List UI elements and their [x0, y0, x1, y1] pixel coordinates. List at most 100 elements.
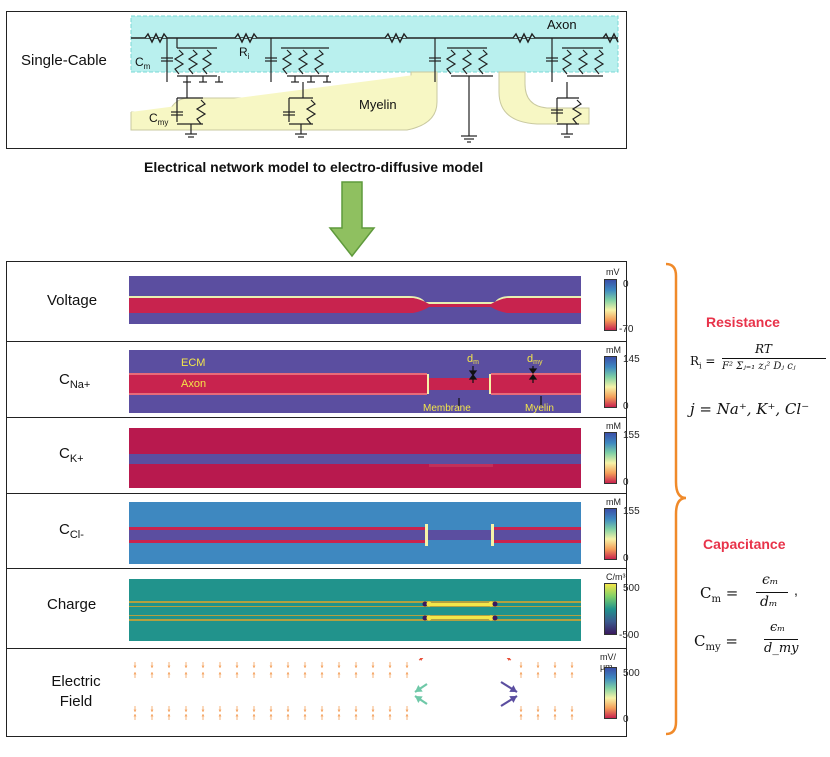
potassium-unit: mM	[606, 421, 621, 431]
field-arrow-small	[150, 672, 154, 678]
cm-denominator: dₘ	[760, 594, 778, 610]
charge-row: Charge C/m³ 500 -500	[7, 568, 640, 649]
field-arrow-large	[500, 681, 518, 693]
field-arrow-large	[414, 683, 428, 693]
charge-label: Charge	[47, 596, 97, 613]
sodium-tick-bottom: 0	[623, 401, 629, 412]
field-arrow-small	[252, 714, 256, 720]
potassium-map	[129, 428, 581, 488]
chloride-unit: mM	[606, 497, 621, 507]
field-arrow-small	[371, 662, 375, 668]
field-arrow-small	[218, 706, 222, 712]
field-arrow-small	[405, 672, 409, 678]
field-arrow-small	[405, 706, 409, 712]
field-arrow-small	[150, 662, 154, 668]
cmy-formula: Cmy = ϵₘ d_my	[694, 620, 814, 662]
field-arrow-small	[184, 714, 188, 720]
axon-band	[130, 15, 619, 73]
field-arrow-small	[371, 706, 375, 712]
field-arrow-small	[167, 706, 171, 712]
transition-caption: Electrical network model to electro-diff…	[144, 159, 484, 175]
membrane-group-2	[265, 38, 331, 83]
resistance-formula: Ri = RT F² Σⱼ₌₁ zⱼ² Dⱼ cⱼ	[690, 342, 830, 382]
field-arrow-small	[519, 714, 523, 720]
field-arrow-small	[418, 658, 424, 661]
resistance-lhs: Ri =	[690, 354, 716, 371]
field-arrow-small	[388, 662, 392, 668]
field-arrow-small	[303, 706, 307, 712]
resistance-numerator: RT	[755, 342, 772, 356]
voltage-colorbar	[604, 279, 617, 331]
capacitance-title: Capacitance	[703, 536, 786, 552]
field-arrow-small	[133, 706, 137, 712]
sodium-map: ECM Axon dm dmy Membrane Myelin	[129, 350, 581, 413]
electric-field-label: Electric Field	[51, 673, 101, 710]
field-arrow-small	[235, 714, 239, 720]
charge-tick-bottom: -500	[619, 630, 640, 641]
membrane-group-4	[546, 38, 605, 82]
electric-field-tick-bottom: 0	[623, 714, 629, 725]
field-arrow-small	[201, 662, 205, 668]
field-arrow-small	[303, 672, 307, 678]
ion-list: j = Na⁺, K⁺, Cl⁻	[690, 400, 810, 418]
field-arrow-small	[303, 662, 307, 668]
field-arrow-small	[388, 706, 392, 712]
charge-unit: C/m³	[606, 572, 626, 582]
membrane-group-1	[161, 38, 223, 83]
axon-annotation: Axon	[181, 378, 206, 390]
field-arrow-small	[218, 672, 222, 678]
field-arrow-small	[133, 714, 137, 720]
electric-field-map	[133, 658, 574, 720]
field-arrow-small	[133, 672, 137, 678]
membrane-group-3	[429, 38, 493, 143]
field-arrow-small	[235, 706, 239, 712]
field-arrow-small	[167, 714, 171, 720]
cm-numerator: ϵₘ	[762, 572, 779, 588]
field-arrow-small	[218, 662, 222, 668]
field-arrow-small	[519, 672, 523, 678]
cm-label: Cm	[135, 55, 151, 71]
field-arrow-small	[184, 662, 188, 668]
myelin-rc-mid	[283, 82, 317, 138]
dmy-annotation: dmy	[527, 353, 543, 366]
cable-circuit-diagram: Axon Myelin Ri Cm Cmy	[130, 15, 619, 143]
field-arrow-small	[354, 706, 358, 712]
cmy-denominator: d_my	[764, 641, 799, 656]
myelin-label: Myelin	[359, 97, 397, 112]
electric-field-colorbar	[604, 667, 617, 719]
field-arrow-small	[167, 662, 171, 668]
field-arrow-small	[337, 706, 341, 712]
single-cable-label: Single-Cable	[21, 52, 107, 69]
chloride-row: CCl- mM 155 0	[7, 493, 640, 569]
field-arrow-small	[519, 706, 523, 712]
field-arrow-small	[570, 672, 574, 678]
field-arrow-small	[201, 714, 205, 720]
resistance-title: Resistance	[706, 314, 780, 330]
field-arrow-small	[553, 706, 557, 712]
axon-label: Axon	[547, 17, 577, 32]
field-arrow-large	[500, 695, 518, 707]
field-arrow-small	[570, 662, 574, 668]
potassium-tick-bottom: 0	[623, 477, 629, 488]
field-arrow-small	[553, 662, 557, 668]
field-arrow-small	[371, 672, 375, 678]
sodium-colorbar	[604, 356, 617, 408]
down-arrow-icon	[328, 181, 376, 258]
field-arrow-large	[414, 695, 428, 705]
field-arrow-small	[371, 714, 375, 720]
field-arrow-small	[252, 706, 256, 712]
myelin-rc-right	[551, 82, 583, 138]
field-arrow-small	[536, 672, 540, 678]
electric-field-row: Electric Field mV/μm 500 0	[7, 648, 639, 736]
chloride-tick-top: 155	[623, 506, 640, 517]
chloride-map	[129, 502, 581, 564]
sodium-label: CNa+	[59, 371, 91, 391]
field-arrow-small	[303, 714, 307, 720]
voltage-map	[129, 276, 581, 324]
field-arrow-small	[570, 714, 574, 720]
field-arrow-small	[553, 672, 557, 678]
field-arrow-small	[252, 672, 256, 678]
simulation-panels: Voltage mV 0 -70 CNa+ ECM Axon	[6, 261, 640, 737]
voltage-tick-top: 0	[623, 279, 629, 290]
field-arrow-small	[133, 662, 137, 668]
